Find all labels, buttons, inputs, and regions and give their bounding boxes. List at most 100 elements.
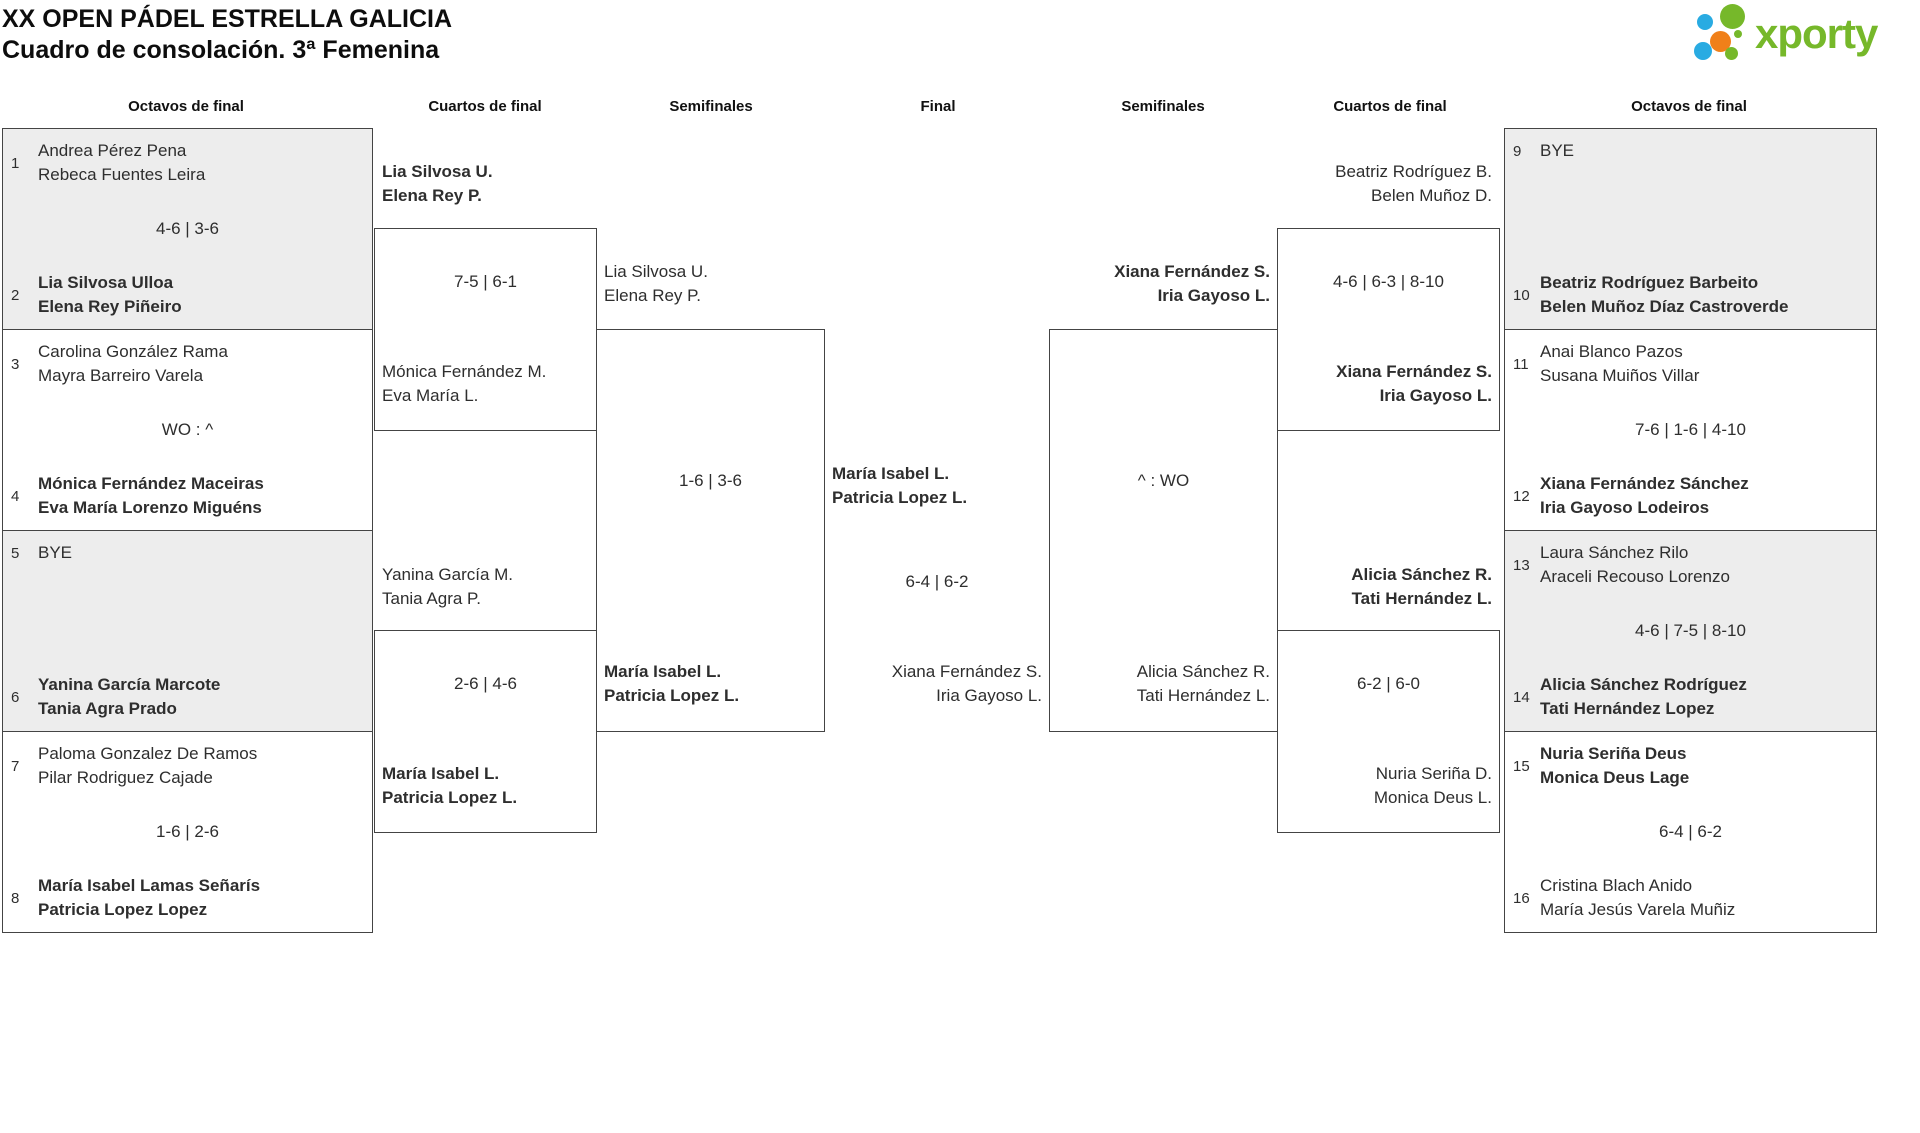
team-name-line: Alicia Sánchez Rodríguez — [1540, 675, 1747, 694]
team-name-line: Susana Muiños Villar — [1540, 366, 1700, 385]
team-name-line: Carolina González Rama — [38, 342, 228, 361]
team-name-line: Lia Silvosa U. — [604, 262, 708, 281]
team-name-line: Paloma Gonzalez De Ramos — [38, 744, 258, 763]
team-name-line: Xiana Fernández Sánchez — [1540, 474, 1749, 493]
team-final-runner-up: Xiana Fernández S. Iria Gayoso L. — [824, 660, 1042, 708]
team-qf-left-2-winner: María Isabel L. Patricia Lopez L. — [382, 762, 517, 810]
team-qf-right-1-loser: Beatriz Rodríguez B. Belen Muñoz D. — [1285, 160, 1492, 208]
match-score: ^ : WO — [1137, 471, 1190, 490]
team-name-line: María Isabel L. — [604, 662, 722, 681]
bracket-subtitle: Cuadro de consolación. 3ª Femenina — [2, 36, 440, 64]
final-score: 6-4 | 6-2 — [905, 572, 969, 591]
team-name-line: Elena Rey P. — [604, 286, 702, 305]
team-name-line: Mayra Barreiro Varela — [38, 366, 204, 385]
logo-wordmark: xporty — [1755, 10, 1878, 57]
team-name-line: Yanina García Marcote — [38, 675, 221, 694]
team-name-line: Monica Deus Lage — [1540, 768, 1690, 787]
team-name-line: Iria Gayoso L. — [1379, 386, 1492, 405]
team-final-champion: María Isabel L. Patricia Lopez L. — [832, 462, 967, 510]
team-name-line: Eva María Lorenzo Miguéns — [38, 498, 262, 517]
match-score: 4-6 | 3-6 — [155, 219, 219, 238]
team-name-line: Mónica Fernández M. — [382, 362, 547, 381]
team-name-line: Cristina Blach Anido — [1540, 876, 1693, 895]
match-box-qf-left-2 — [374, 630, 597, 833]
tournament-name: XX OPEN PÁDEL ESTRELLA GALICIA — [2, 5, 453, 33]
team-name-line: María Isabel L. — [382, 764, 500, 783]
team-sf-left-winner: María Isabel L. Patricia Lopez L. — [604, 660, 739, 708]
logo-dot-green-small-icon — [1725, 47, 1738, 60]
round-header-octavos-right: Octavos de final — [1631, 98, 1747, 115]
match-score: 2-6 | 4-6 — [453, 674, 517, 693]
logo-dot-blue-small-icon — [1697, 14, 1713, 30]
logo-dot-orange-icon — [1710, 31, 1731, 52]
seed-number: 8 — [11, 889, 20, 907]
team-qf-left-2-loser: Yanina García M. Tania Agra P. — [382, 563, 513, 611]
xporty-logo: xporty — [1693, 2, 1918, 64]
team-name-line: Mónica Fernández Maceiras — [38, 474, 264, 493]
seed-number: 16 — [1513, 889, 1530, 907]
seed-number: 1 — [11, 154, 20, 172]
round-header-semis-right: Semifinales — [1121, 98, 1205, 115]
team-name-line: Tania Agra Prado — [38, 699, 177, 718]
team-name-line: Lia Silvosa Ulloa — [38, 273, 174, 292]
team-name-line: Xiana Fernández S. — [891, 662, 1042, 681]
team-name-line: Iria Gayoso L. — [1157, 286, 1270, 305]
team-name-line: Monica Deus L. — [1373, 788, 1492, 807]
seed-number: 11 — [1513, 355, 1529, 373]
team-name-line: Belen Muñoz Díaz Castroverde — [1540, 297, 1789, 316]
logo-dot-green-large-icon — [1720, 4, 1745, 29]
page-title: XX OPEN PÁDEL ESTRELLA GALICIA Cuadro de… — [2, 4, 452, 66]
team-name-line: María Isabel L. — [832, 464, 950, 483]
team-name-line: Patricia Lopez Lopez — [38, 900, 208, 919]
seed-number: 2 — [11, 286, 20, 304]
team-name-line: Pilar Rodriguez Cajade — [38, 768, 213, 787]
seed-number: 12 — [1513, 487, 1530, 505]
team-sf-right-winner: Xiana Fernández S. Iria Gayoso L. — [1057, 260, 1270, 308]
team-name-line: Anai Blanco Pazos — [1540, 342, 1683, 361]
round-header-octavos-left: Octavos de final — [128, 98, 244, 115]
team-name-line: Tati Hernández L. — [1136, 686, 1270, 705]
team-qf-right-2-loser: Nuria Seriña D. Monica Deus L. — [1285, 762, 1492, 810]
team-sf-left-loser: Lia Silvosa U. Elena Rey P. — [604, 260, 708, 308]
team-name-line: BYE — [1540, 141, 1575, 160]
team-name-line: Elena Rey Piñeiro — [38, 297, 182, 316]
seed-number: 10 — [1513, 286, 1530, 304]
team-name-line: Patricia Lopez L. — [382, 788, 518, 807]
team-qf-left-1-loser: Mónica Fernández M. Eva María L. — [382, 360, 546, 408]
match-score: 7-5 | 6-1 — [453, 272, 517, 291]
team-name-line: Elena Rey P. — [382, 186, 482, 205]
seed-number: 13 — [1513, 556, 1530, 574]
team-qf-right-1-winner: Xiana Fernández S. Iria Gayoso L. — [1285, 360, 1492, 408]
match-score: 1-6 | 3-6 — [678, 471, 742, 490]
seed-number: 3 — [11, 355, 20, 373]
team-name-line: Alicia Sánchez R. — [1136, 662, 1270, 681]
team-name-line: Tati Hernández Lopez — [1540, 699, 1715, 718]
match-score: 1-6 | 2-6 — [155, 822, 219, 841]
logo-dot-blue-medium-icon — [1694, 42, 1712, 60]
team-name-line: Belen Muñoz D. — [1371, 186, 1492, 205]
team-qf-left-1-winner: Lia Silvosa U. Elena Rey P. — [382, 160, 493, 208]
round-header-cuartos-right: Cuartos de final — [1333, 98, 1447, 115]
team-name-line: Beatriz Rodríguez Barbeito — [1540, 273, 1759, 292]
team-name-line: BYE — [38, 543, 73, 562]
seed-number: 9 — [1513, 142, 1522, 160]
round-header-final: Final — [920, 98, 956, 115]
match-score: 6-2 | 6-0 — [1356, 674, 1420, 693]
team-entry: 5 BYE — [11, 541, 72, 565]
